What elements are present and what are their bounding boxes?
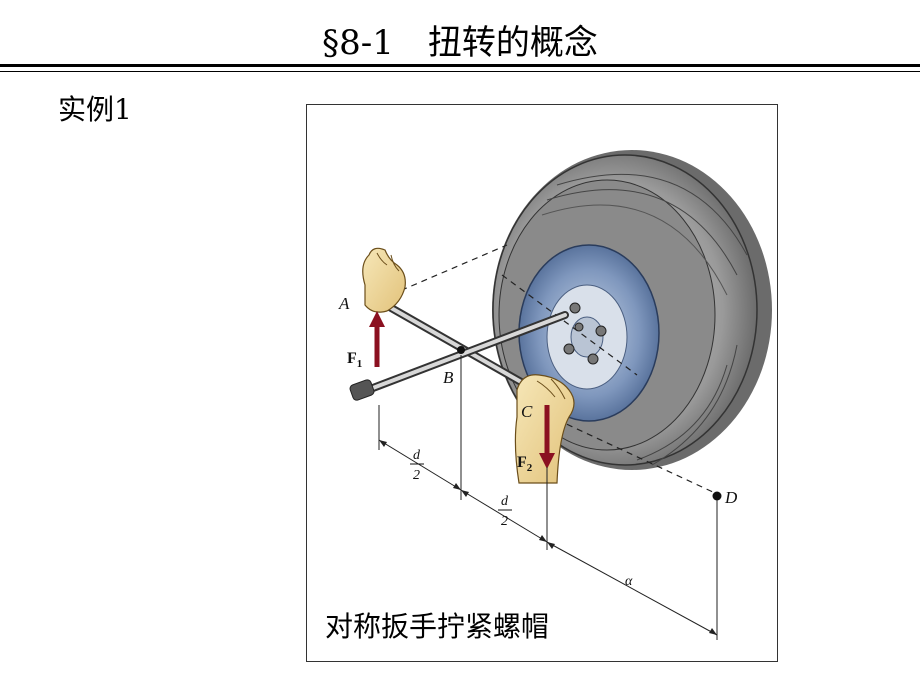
svg-text:2: 2: [413, 468, 420, 483]
fraction-d-over-2-first: d 2: [410, 448, 424, 483]
title-rule-thin: [0, 71, 920, 72]
wrench-tire-figure: A B C D F1 F2 d 2 d 2 α 对称扳手拧紧螺帽: [306, 104, 778, 662]
dimension-arrowheads: [379, 440, 717, 635]
force-arrow-f2: [539, 405, 555, 469]
label-a: A: [338, 294, 350, 313]
figure-illustration: A B C D F1 F2 d 2 d 2 α: [338, 150, 772, 640]
figure-caption: 对称扳手拧紧螺帽: [325, 610, 550, 643]
label-b: B: [443, 368, 454, 387]
force-arrow-f1: [369, 311, 385, 367]
label-alpha: α: [625, 574, 633, 589]
label-d: D: [724, 488, 738, 507]
left-hand: [362, 247, 406, 313]
svg-text:2: 2: [501, 514, 508, 529]
label-c: C: [521, 402, 533, 421]
point-d-marker: [712, 491, 722, 501]
example-label: 实例1: [58, 93, 132, 126]
fraction-d-over-2-second: d 2: [498, 494, 512, 529]
dimension-lines: [378, 355, 718, 640]
svg-text:d: d: [501, 494, 509, 509]
title-rule-thick: [0, 64, 920, 67]
label-f2: F2: [517, 454, 533, 474]
wheel-rim: [518, 244, 660, 422]
label-f1: F1: [347, 350, 362, 370]
slide-title: §8-1 扭转的概念: [322, 23, 598, 63]
svg-text:d: d: [413, 448, 421, 463]
